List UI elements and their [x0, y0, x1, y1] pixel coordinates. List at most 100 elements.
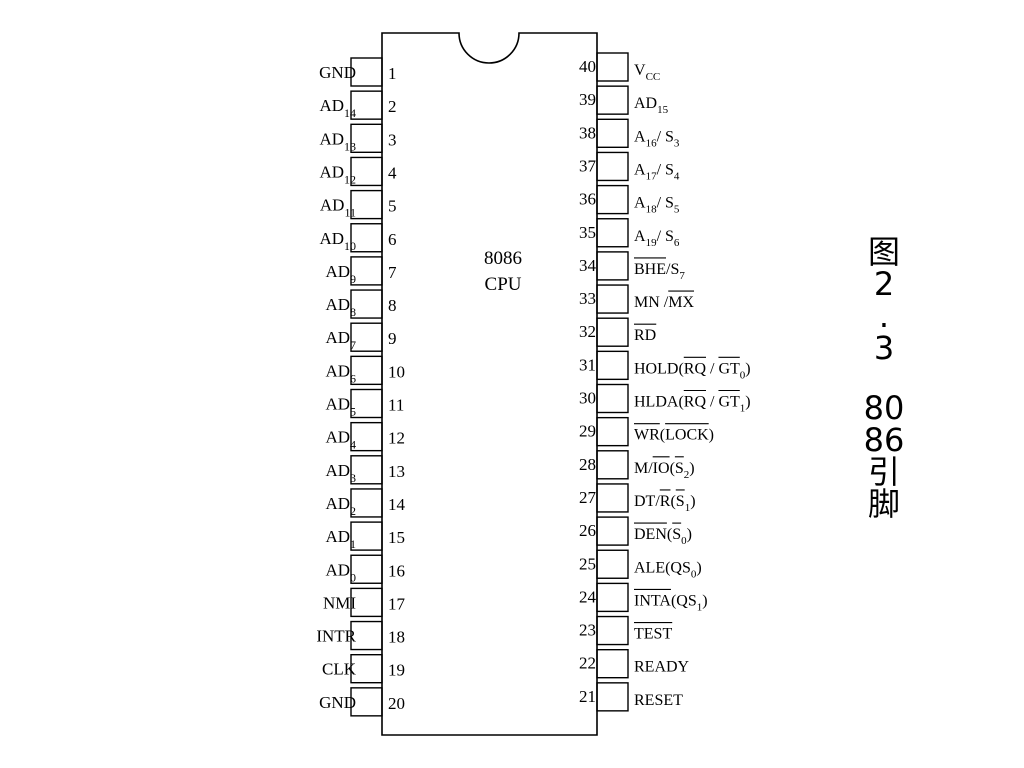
pin-label: AD11: [320, 196, 356, 220]
pin-number: 10: [388, 362, 405, 381]
pin-number: 23: [579, 621, 596, 640]
pin-label: AD9: [325, 262, 356, 286]
pin-number: 16: [388, 561, 405, 580]
pin-number: 15: [388, 528, 405, 547]
pin-box: [350, 156, 383, 187]
pin-label: HLDA(RQ / GT1): [634, 394, 751, 415]
pin-number: 12: [388, 429, 405, 448]
pin-label: DT/R(S1): [634, 493, 696, 514]
pin-label: AD6: [325, 361, 356, 385]
pin-number: 27: [579, 488, 597, 507]
pin-box: [350, 421, 383, 452]
pin-box: [350, 620, 383, 651]
pin-box: [596, 85, 629, 115]
pin-label: AD12: [319, 162, 356, 186]
pin-box: [350, 57, 383, 87]
pin-label: READY: [634, 659, 690, 676]
pin-number: 13: [388, 462, 405, 481]
pin-number: 9: [388, 329, 397, 348]
pin-label: AD7: [325, 328, 356, 352]
caption-line: 86: [863, 421, 905, 459]
pin-box: [596, 52, 629, 82]
pin-label: AD13: [319, 129, 356, 153]
pin-5: 5 AD11: [320, 189, 397, 220]
pin-label: A19/ S6: [634, 228, 680, 249]
pin-box: [596, 218, 629, 248]
pin-label: M/IO(S2): [634, 460, 695, 481]
pin-number: 19: [388, 661, 405, 680]
pin-box: [350, 90, 383, 120]
pin-label: BHE/S7: [634, 261, 685, 282]
caption-line: 2: [873, 265, 895, 303]
pin-number: 8: [388, 296, 397, 315]
pin-label: AD4: [325, 428, 356, 452]
chip-label-model: 8086: [484, 248, 522, 269]
pin-27: 27 DT/R(S1): [579, 483, 696, 514]
pin-label: ALE(QS0): [634, 559, 702, 580]
pin-box: [596, 549, 629, 579]
pin-number: 14: [388, 495, 406, 514]
pin-box: [350, 587, 383, 618]
pin-number: 7: [388, 263, 397, 282]
pin-label: AD2: [325, 494, 356, 518]
pin-box: [596, 284, 629, 314]
pin-9: 9 AD7: [325, 322, 397, 352]
caption-line: 3: [873, 329, 895, 367]
pin-label: RD: [634, 327, 656, 344]
pin-24: 24 INTA(QS1): [579, 582, 708, 613]
pin-label: INTR: [316, 627, 356, 646]
pin-box: [596, 350, 629, 381]
chip-body: 8086 CPU: [381, 32, 598, 736]
pin-label: NMI: [323, 593, 356, 612]
pin-number: 2: [388, 97, 397, 116]
pin-number: 20: [388, 694, 405, 713]
pin-label: AD15: [634, 95, 669, 116]
pin-box: [596, 118, 629, 149]
pin-number: 3: [388, 130, 397, 149]
pin-label: HOLD(RQ / GT0): [634, 360, 751, 381]
pin-label: INTA(QS1): [634, 592, 708, 613]
pin-box: [350, 654, 383, 684]
pin-23: 23 TEST: [579, 615, 672, 646]
caption-line: .: [878, 297, 890, 335]
pin-label: A18/ S5: [634, 195, 680, 216]
pin-box: [596, 450, 629, 480]
pin-number: 38: [579, 123, 596, 142]
pin-number: 37: [579, 156, 597, 175]
pin-box: [350, 123, 383, 154]
pin-number: 4: [388, 163, 397, 182]
pin-box: [596, 483, 629, 513]
pin-number: 11: [388, 396, 404, 415]
pin-box: [350, 355, 383, 386]
pin-number: 5: [388, 197, 397, 216]
pin-label: AD10: [319, 229, 356, 253]
pin-box: [596, 416, 629, 447]
caption-line: 80: [863, 389, 905, 427]
pin-box: [350, 687, 383, 717]
pin-box: [350, 521, 383, 551]
pin-number: 39: [579, 90, 596, 109]
pin-label: GND: [319, 63, 356, 82]
pin-label: AD0: [325, 560, 356, 584]
pin-label: TEST: [634, 626, 672, 643]
pin-box: [350, 223, 383, 253]
pin-number: 18: [388, 628, 405, 647]
pin-label: AD14: [319, 96, 356, 120]
pin-number: 24: [579, 587, 597, 606]
pin-number: 26: [579, 521, 596, 540]
